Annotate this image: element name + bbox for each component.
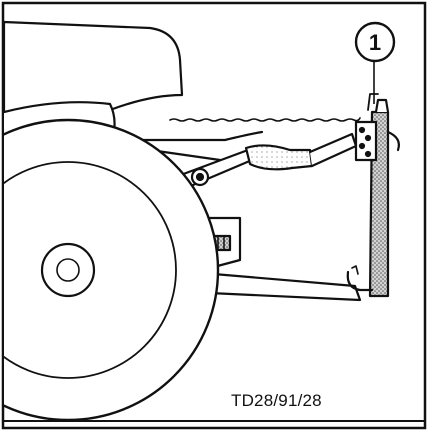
tractor-fender xyxy=(4,20,184,114)
figure-reference-code: TD28/91/28 xyxy=(231,391,322,410)
callout-marker: 1 xyxy=(354,21,396,104)
callout-number: 1 xyxy=(369,30,381,55)
rear-wheel xyxy=(4,118,220,422)
top-link-rod xyxy=(308,132,358,168)
check-chain xyxy=(169,117,361,122)
fender-edge xyxy=(110,130,264,142)
turnbuckle-body xyxy=(244,144,314,171)
post-top-hook xyxy=(374,98,390,114)
post-lower-hook xyxy=(346,270,374,292)
